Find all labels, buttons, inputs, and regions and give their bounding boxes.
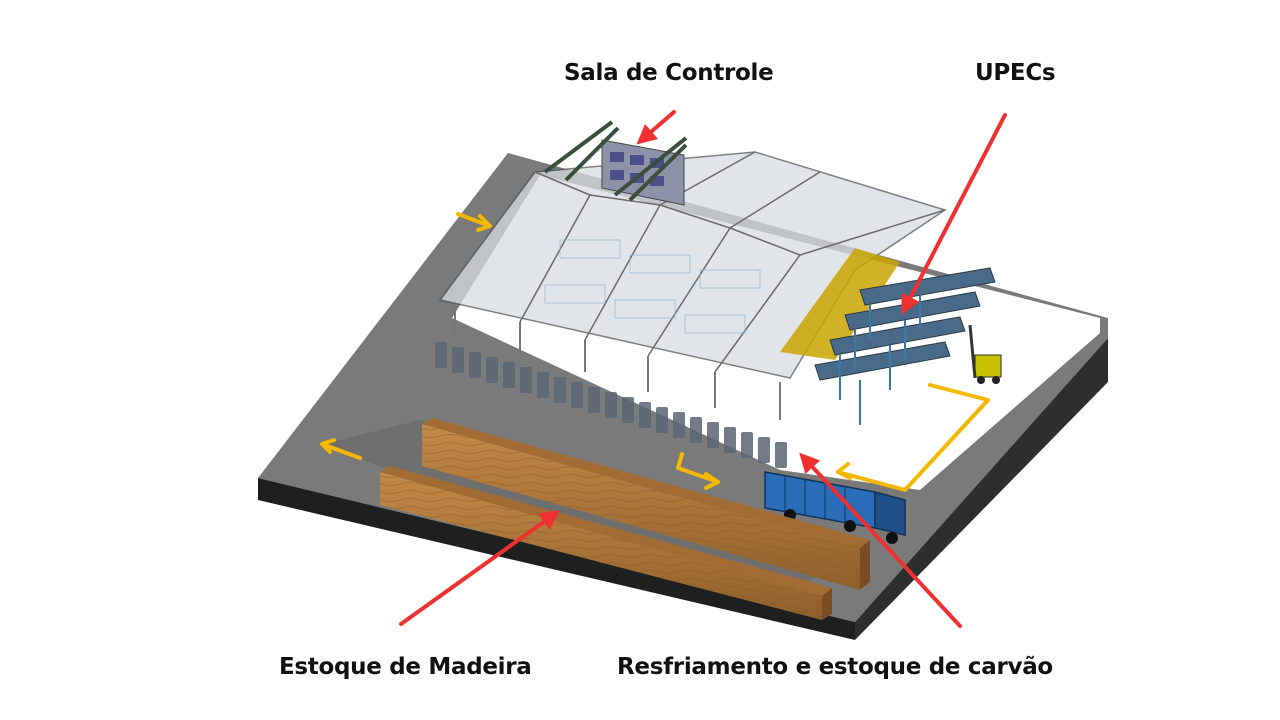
pointer-arrows	[399, 110, 1007, 628]
red-arrow-icon	[799, 452, 962, 628]
red-arrow-icon	[901, 113, 1007, 315]
label-wood-stock: Estoque de Madeira	[279, 654, 532, 680]
yellow-flow-arrow-icon	[836, 383, 990, 492]
forklift-icon	[968, 324, 1002, 384]
kiln-rows	[435, 342, 787, 468]
label-upecs: UPECs	[975, 60, 1056, 86]
red-arrow-icon	[636, 110, 676, 145]
yellow-flow-arrow-icon	[456, 212, 492, 232]
yellow-flow-arrow-icon	[676, 452, 720, 490]
flow-arrows	[320, 212, 990, 492]
control-room	[543, 120, 688, 206]
label-charcoal-cooling: Resfriamento e estoque de carvão	[617, 654, 1053, 680]
red-arrow-icon	[399, 510, 561, 626]
wood-stock	[380, 418, 870, 620]
truck-icon	[764, 471, 906, 544]
label-control-room: Sala de Controle	[564, 60, 774, 86]
yellow-flow-arrow-icon	[320, 438, 362, 460]
